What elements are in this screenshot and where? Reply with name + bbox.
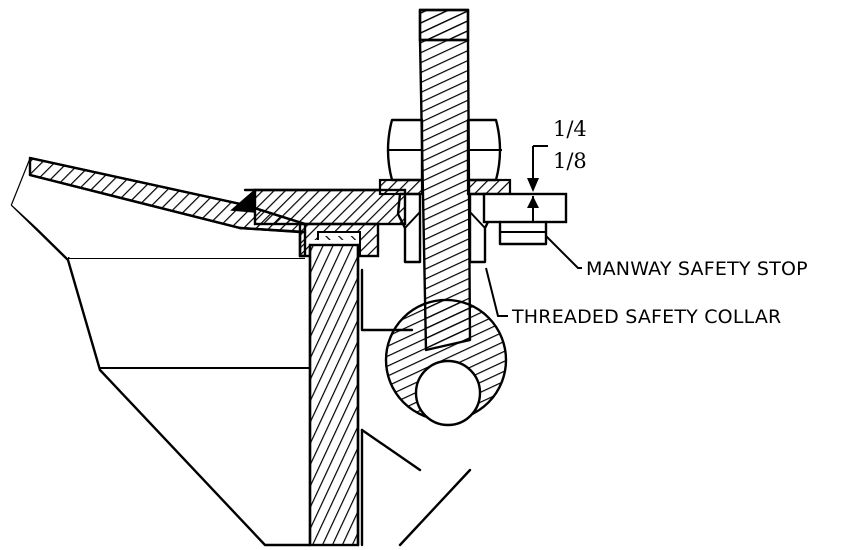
weld-fillet [230,188,256,213]
manway-lid [12,156,307,258]
swing-bolt [418,8,472,352]
threaded-safety-collar-label: THREADED SAFETY COLLAR [511,306,781,328]
manway-safety-stop-label: MANWAY SAFETY STOP [586,258,808,280]
neck-wall [308,240,360,547]
dimension-label-top: 1/4 [553,117,587,141]
leader-lines [485,235,582,317]
dimension-markers [527,145,548,222]
lid-flange [243,188,407,226]
swing-bolt-eye [384,298,508,427]
dimension-label-bottom: 1/8 [553,149,587,173]
manway-safety-stop [482,192,568,246]
